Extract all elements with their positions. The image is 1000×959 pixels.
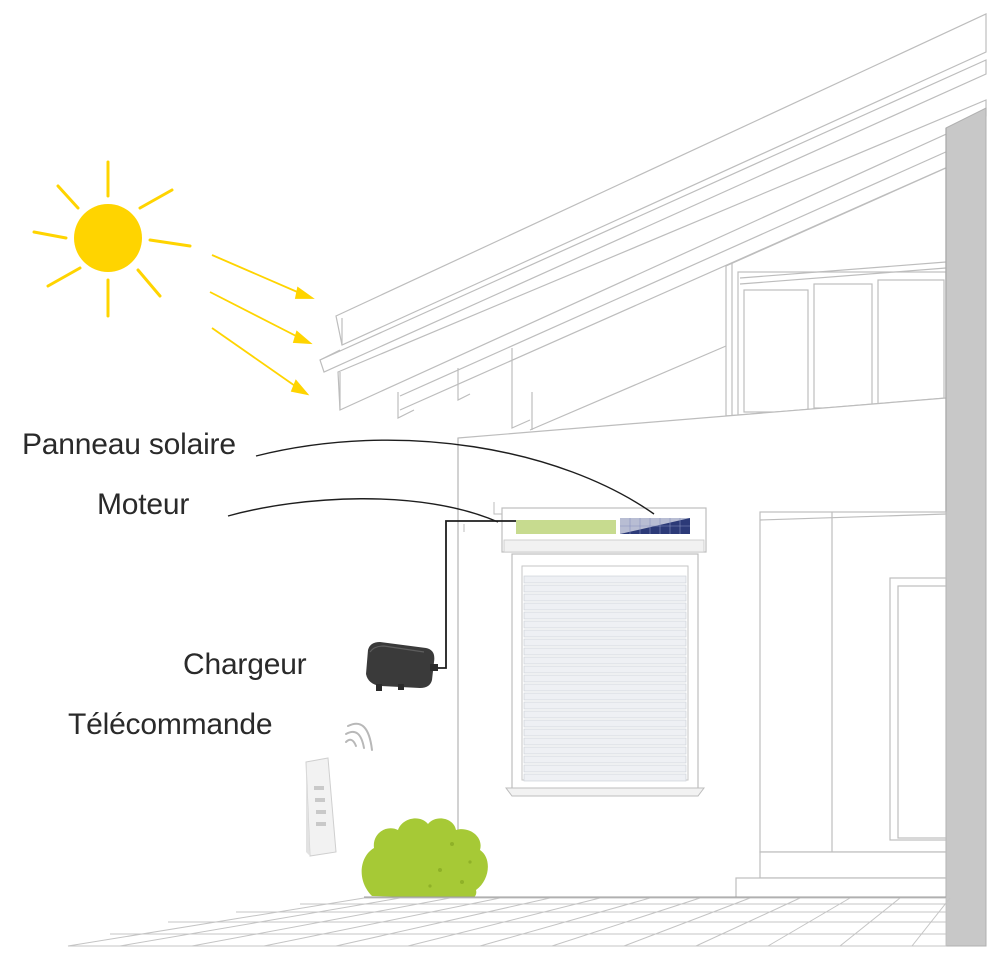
charger-icon	[366, 642, 438, 691]
leader-lines	[227, 439, 655, 523]
paving-joint	[551, 897, 701, 947]
bush-icon	[361, 818, 488, 899]
shutter-slat	[523, 773, 687, 782]
sun-rays-arrows	[209, 254, 315, 396]
shutter-slat	[523, 575, 687, 584]
shutter-slats	[523, 575, 687, 782]
paving-joint	[839, 897, 901, 947]
shutter-slat	[523, 701, 687, 710]
shutter-slat	[523, 665, 687, 674]
paving-joint	[119, 897, 401, 947]
shutter-slat	[523, 746, 687, 755]
paving-joint	[623, 897, 751, 947]
shutter-slat	[523, 620, 687, 629]
paving-joint	[695, 897, 801, 947]
shutter-slat	[523, 629, 687, 638]
shutter-slat	[523, 656, 687, 665]
paving-joint	[407, 897, 601, 947]
shutter-slat	[523, 728, 687, 737]
roof	[319, 13, 987, 431]
solar-panel-icon	[620, 518, 690, 534]
shutter-slat	[523, 710, 687, 719]
label-charger: Chargeur	[183, 648, 307, 681]
leader-moteur	[227, 498, 499, 523]
signal-waves-icon	[345, 722, 373, 751]
remote-icon	[305, 757, 337, 857]
ground-paving	[67, 896, 951, 947]
shutter-slat	[523, 755, 687, 764]
label-remote: Télécommande	[68, 708, 273, 741]
paving-joint	[191, 897, 451, 947]
shutter-slat	[523, 764, 687, 773]
shutter-slat	[523, 683, 687, 692]
paving-joint	[479, 897, 651, 947]
right-pillar	[945, 107, 987, 947]
sun-icon	[32, 160, 192, 318]
shutter-slat	[523, 737, 687, 746]
shutter-slat	[523, 638, 687, 647]
paving-joint	[767, 897, 851, 947]
door-area	[735, 511, 947, 899]
label-solar-panel: Panneau solaire	[22, 428, 236, 461]
leader-panneau-solaire	[255, 439, 655, 515]
shutter-slat	[523, 692, 687, 701]
shutter-slat	[523, 611, 687, 620]
shutter-slat	[523, 647, 687, 656]
shutter-box	[501, 507, 707, 553]
shutter-slat	[523, 719, 687, 728]
label-motor: Moteur	[97, 488, 190, 521]
shutter-slat	[523, 602, 687, 611]
paving-joint	[263, 897, 501, 947]
shutter-slat	[523, 674, 687, 683]
motor-strip	[516, 520, 616, 534]
shutter-slat	[523, 593, 687, 602]
paving-joint	[335, 897, 551, 947]
motor-bracket	[463, 502, 502, 532]
paving-joint	[911, 897, 951, 947]
shutter-slat	[523, 584, 687, 593]
motor-cable	[432, 520, 516, 669]
